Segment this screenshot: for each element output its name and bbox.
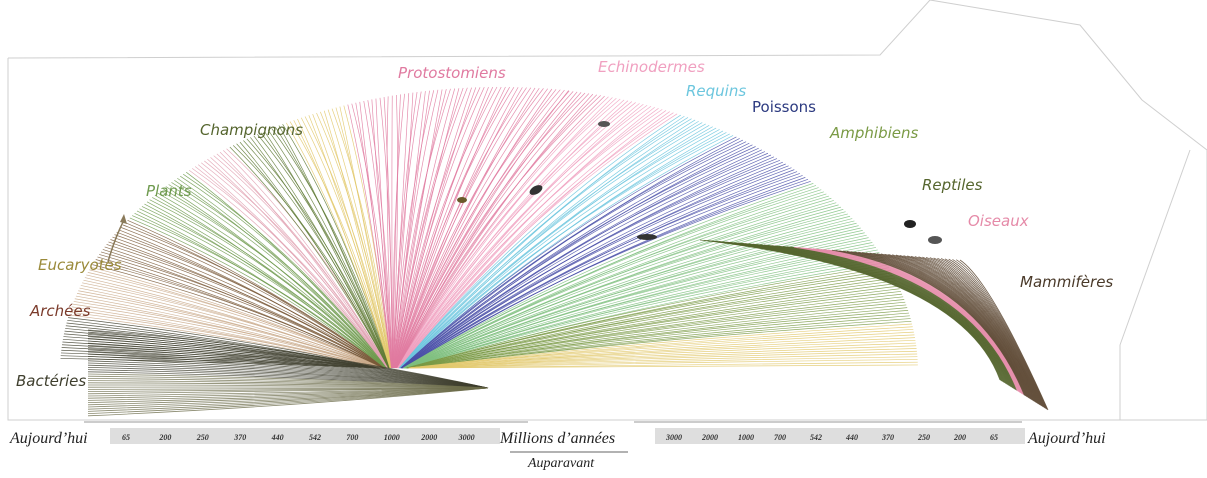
animal-silhouette (928, 236, 942, 244)
animal-silhouette (598, 121, 610, 127)
fish-silhouette (637, 234, 657, 240)
eucaryotes-arrowhead (120, 214, 127, 224)
label-requins: Requins (686, 82, 746, 100)
frame-right-diagonal (1120, 150, 1190, 345)
timeline-tick-label: 2000 (701, 433, 718, 442)
timeline-tick-label: 200 (158, 433, 171, 442)
animal-silhouette (904, 220, 916, 228)
label-plants: Plants (146, 182, 192, 200)
timeline-tick-label: 440 (271, 433, 284, 442)
label-bacteries: Bactéries (16, 372, 86, 390)
label-protostomiens: Protostomiens (398, 64, 506, 82)
branch-line (405, 238, 868, 368)
timeline-tick-label: 200 (953, 433, 966, 442)
branch-line (402, 152, 765, 368)
branch-line (406, 252, 879, 368)
timeline-right-label: Aujourd’hui (1027, 430, 1106, 447)
label-oiseaux: Oiseaux (968, 212, 1029, 230)
timeline-sub-label: Auparavant (527, 456, 595, 471)
timeline-tick-label: 65 (122, 433, 130, 442)
label-poissons: Poissons (752, 98, 816, 116)
label-champignons: Champignons (200, 121, 303, 139)
timeline-tick-label: 1000 (738, 433, 754, 442)
timeline-tick-label: 700 (346, 433, 358, 442)
timeline-tick-label: 542 (309, 433, 321, 442)
timeline-center-label: Millions d’années (499, 430, 615, 447)
timeline-tick-label: 1000 (384, 433, 400, 442)
timeline-tick-label: 542 (810, 433, 822, 442)
timeline-tick-label: 370 (881, 433, 894, 442)
label-reptiles: Reptiles (922, 176, 983, 194)
timeline-tick-label: 2000 (420, 433, 437, 442)
timeline-tick-label: 250 (917, 433, 930, 442)
label-amphibiens: Amphibiens (829, 124, 918, 142)
branch-line (392, 96, 393, 368)
timeline-tick-label: 3000 (458, 433, 475, 442)
animal-silhouette (457, 197, 467, 203)
label-archees: Archées (29, 302, 91, 320)
timeline-tick-label: 250 (196, 433, 209, 442)
timeline-tick-label: 440 (845, 433, 858, 442)
timeline-tick-label: 700 (774, 433, 786, 442)
label-eucaryotes: Eucaryotes (38, 256, 122, 274)
timeline-tick-label: 3000 (665, 433, 682, 442)
label-echinodermes: Echinodermes (598, 58, 705, 76)
label-mammiferes: Mammifères (1020, 273, 1113, 291)
timeline-left-label: Aujourd’hui (9, 430, 88, 447)
timeline-tick-label: 65 (990, 433, 998, 442)
timeline-tick-label: 370 (233, 433, 246, 442)
